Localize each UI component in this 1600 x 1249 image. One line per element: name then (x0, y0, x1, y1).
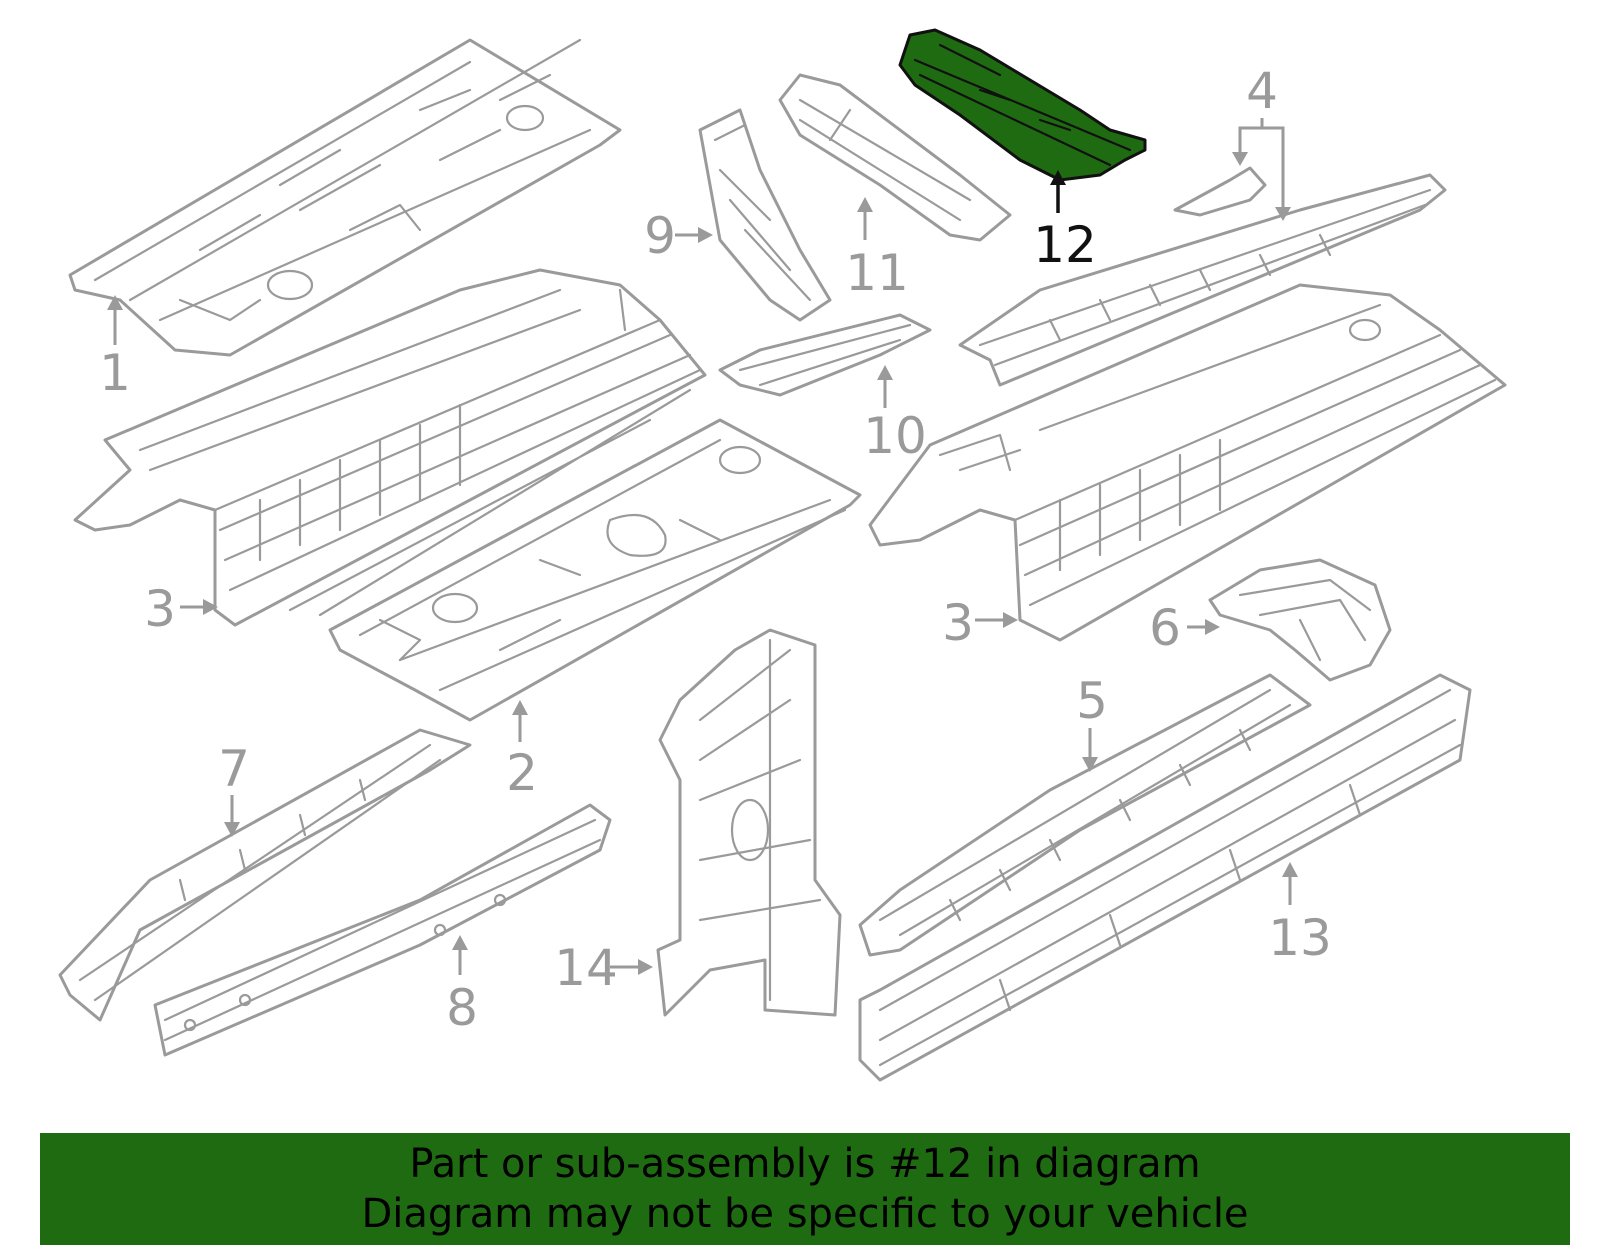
callout-7: 7 (218, 740, 250, 798)
callout-arrows (107, 118, 1298, 975)
part-4-rail[interactable] (958, 166, 1447, 387)
part-13-rocker-panel[interactable] (858, 673, 1472, 1082)
banner-line-1: Part or sub-assembly is #12 in diagram (409, 1141, 1201, 1187)
callout-13: 13 (1268, 909, 1332, 967)
part-11-crossmember[interactable] (778, 73, 1012, 242)
part-1-floor-panel[interactable] (68, 38, 622, 357)
callout-11: 11 (845, 244, 909, 302)
callout-14: 14 (554, 939, 618, 997)
callout-3-right: 3 (942, 594, 974, 652)
callout-8: 8 (446, 979, 478, 1037)
banner-line-2: Diagram may not be specific to your vehi… (361, 1191, 1249, 1237)
callout-12: 12 (1033, 216, 1097, 274)
part-10-bracket[interactable] (718, 313, 932, 397)
part-3-tunnel-right[interactable] (868, 283, 1507, 642)
info-banner: Part or sub-assembly is #12 in diagram D… (40, 1133, 1570, 1245)
part-8-sill-rail[interactable] (153, 803, 612, 1057)
callout-6: 6 (1149, 599, 1181, 657)
part-14-pillar[interactable] (656, 628, 842, 1017)
callout-2: 2 (506, 744, 538, 802)
part-12-crossmember-highlighted[interactable] (898, 28, 1147, 182)
callout-labels: 1 2 3 3 4 5 6 7 8 9 10 11 12 13 14 (99, 62, 1332, 1037)
callout-10: 10 (863, 407, 927, 465)
part-5-rail[interactable] (858, 673, 1312, 957)
callout-9: 9 (644, 207, 676, 265)
callout-5: 5 (1076, 672, 1108, 730)
callout-3-left: 3 (144, 580, 176, 638)
part-2-floor-panel[interactable] (328, 418, 862, 722)
part-7-rail[interactable] (58, 728, 472, 1022)
part-9-reinforcement[interactable] (698, 108, 832, 322)
part-3-tunnel-left[interactable] (73, 268, 707, 627)
callout-1: 1 (99, 344, 131, 402)
callout-4: 4 (1246, 62, 1278, 120)
part-6-bracket[interactable] (1208, 558, 1392, 682)
